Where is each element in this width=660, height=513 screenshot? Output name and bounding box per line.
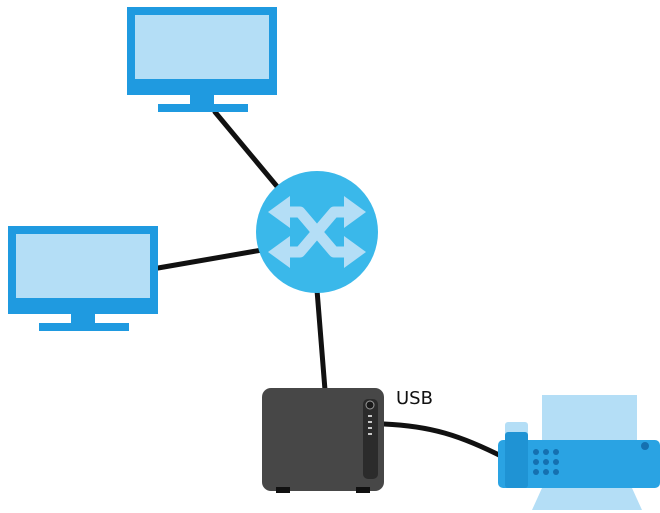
cables — [155, 109, 508, 461]
cable-nas-to-fax-usb — [381, 421, 508, 461]
network-switch-icon — [256, 171, 378, 293]
cable-switch-to-nas — [314, 287, 328, 393]
nas-storage-icon — [262, 388, 384, 493]
cable-monitor-left-to-switch — [155, 247, 265, 271]
monitor-icon — [127, 7, 277, 112]
usb-label: USB — [396, 388, 433, 409]
fax-printer-icon — [498, 395, 660, 510]
cable-monitor-top-to-switch — [212, 109, 283, 193]
monitor-icon — [8, 226, 158, 331]
